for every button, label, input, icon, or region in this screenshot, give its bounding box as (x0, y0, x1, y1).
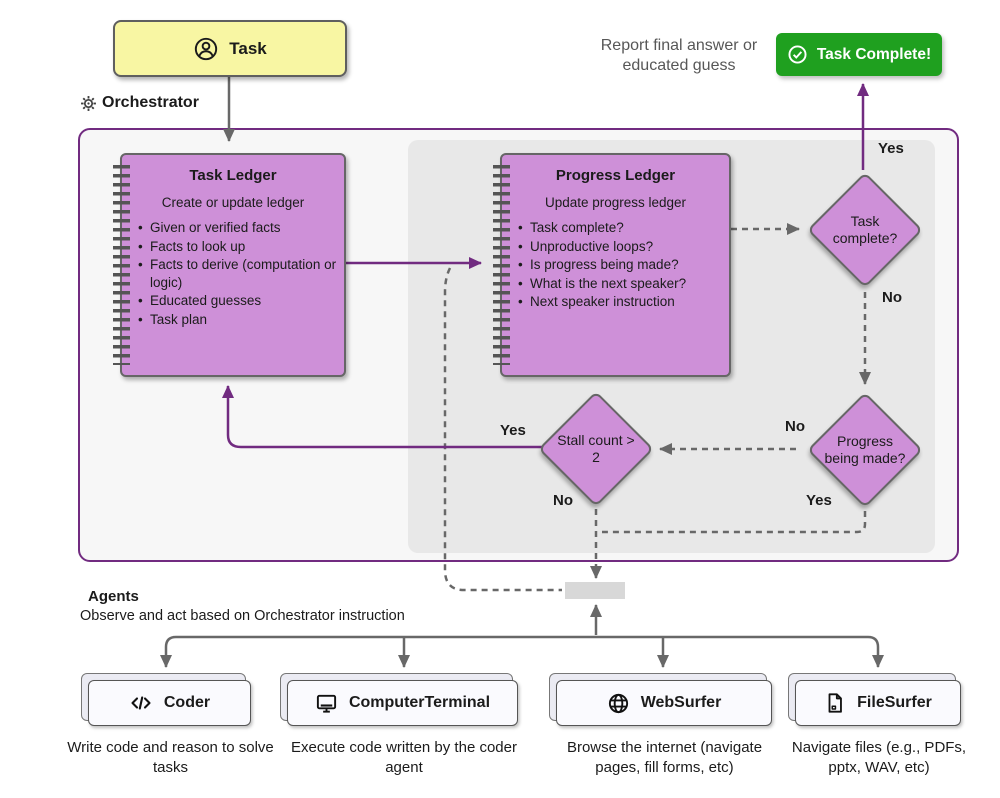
decision-progress-label: Progress being made? (824, 432, 906, 466)
file-icon (824, 692, 846, 714)
list-item: Unproductive loops? (516, 238, 723, 256)
task-ledger-title: Task Ledger (189, 167, 277, 184)
agent-caption-computerterminal: Execute code written by the coder agent (291, 739, 517, 777)
agent-caption-coder: Write code and reason to solve tasks (67, 739, 274, 777)
task-box: Task (113, 20, 347, 77)
check-circle-icon (787, 44, 808, 65)
decision-task-complete-label: Task complete? (832, 212, 898, 246)
spiral-binding-icon (113, 165, 130, 365)
list-item: What is the next speaker? (516, 275, 723, 293)
agent-caption-websurfer: Browse the internet (navigate pages, fil… (566, 739, 763, 777)
agent-box-coder: Coder (81, 673, 251, 726)
list-item: Given or verified facts (136, 219, 338, 237)
report-hint-text: Report final answer or educated guess (600, 37, 758, 74)
agent-name: Coder (163, 694, 211, 711)
person-icon (193, 36, 219, 62)
list-item: Educated guesses (136, 292, 338, 310)
edge-label-no: No (882, 289, 902, 306)
task-label: Task (229, 38, 267, 58)
list-item: Facts to look up (136, 238, 338, 256)
task-ledger-box: Task Ledger Create or update ledger Give… (113, 153, 346, 377)
progress-ledger-subtitle: Update progress ledger (544, 195, 687, 210)
globe-icon (607, 692, 630, 715)
spiral-binding-icon (493, 165, 510, 365)
agents-section-subtitle: Observe and act based on Orchestrator in… (80, 608, 405, 624)
agent-box-websurfer: WebSurfer (549, 673, 772, 726)
edge-label-yes: Yes (500, 422, 526, 439)
task-complete-label: Task Complete! (816, 45, 932, 63)
code-icon (129, 691, 153, 715)
progress-ledger-box: Progress Ledger Update progress ledger T… (493, 153, 731, 377)
monitor-icon (315, 692, 338, 715)
decision-stall-label: Stall count > 2 (557, 431, 635, 465)
task-ledger-bullets: Given or verified facts Facts to look up… (136, 219, 338, 328)
agents-section-title: Agents (88, 588, 139, 605)
decision-progress-being-made: Progress being made? (807, 392, 923, 508)
agent-box-filesurfer: FileSurfer (788, 673, 961, 726)
list-item: Task complete? (516, 219, 723, 237)
orchestrator-label: Orchestrator (80, 94, 199, 112)
orchestrator-label-text: Orchestrator (102, 94, 199, 111)
agent-box-computerterminal: ComputerTerminal (280, 673, 518, 726)
decision-task-complete: Task complete? (807, 172, 923, 288)
list-item: Is progress being made? (516, 256, 723, 274)
task-ledger-subtitle: Create or update ledger (161, 195, 305, 210)
agent-router-node (565, 582, 625, 599)
progress-ledger-bullets: Task complete? Unproductive loops? Is pr… (516, 219, 723, 311)
list-item: Task plan (136, 311, 338, 329)
list-item: Facts to derive (computation or logic) (136, 256, 338, 291)
agent-name: FileSurfer (857, 694, 932, 711)
edge-label-yes: Yes (878, 140, 904, 157)
agent-name: ComputerTerminal (348, 694, 491, 711)
edge-label-no: No (785, 418, 805, 435)
edge-label-no: No (553, 492, 573, 509)
agent-name: WebSurfer (640, 694, 722, 711)
agent-caption-filesurfer: Navigate files (e.g., PDFs, pptx, WAV, e… (791, 739, 967, 777)
decision-stall-count: Stall count > 2 (538, 391, 654, 507)
progress-ledger-title: Progress Ledger (555, 167, 676, 184)
edge-label-yes: Yes (806, 492, 832, 509)
list-item: Next speaker instruction (516, 293, 723, 311)
gear-icon (80, 95, 97, 112)
task-complete-badge: Task Complete! (776, 33, 942, 76)
